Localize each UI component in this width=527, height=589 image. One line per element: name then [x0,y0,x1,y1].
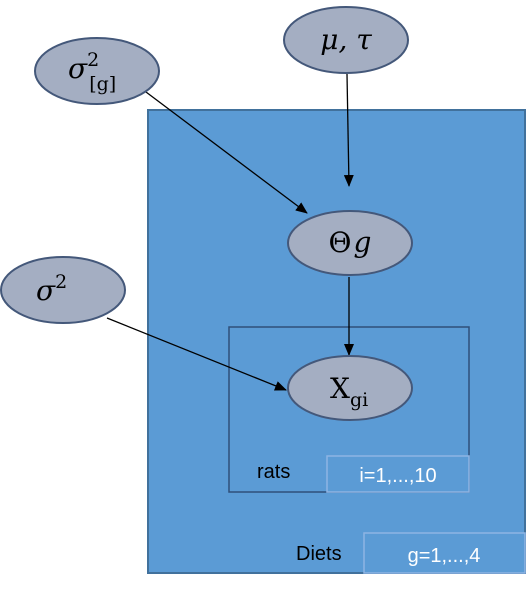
node-mu-tau-label: μ, τ [320,23,372,56]
outer-plate [147,109,526,574]
node-x-shape [287,355,413,421]
node-sigma-g-label: σ2[g] [68,49,116,95]
outer-plate-index-box [363,532,526,574]
node-sigma-label: σ2 [36,271,67,307]
edge-sigma-g-to-theta [145,91,308,214]
node-x: Xgi [287,355,413,421]
node-x-label: Xgi [330,372,368,411]
node-theta-shape [287,210,413,276]
node-theta: Θg [287,210,413,276]
outer-plate-index: g=1,...,4 [408,545,481,567]
inner-plate-index: i=1,...,10 [359,465,436,487]
node-mu-tau: μ, τ [283,6,409,74]
outer-plate-label: Diets [296,543,342,565]
node-mu-tau-shape [283,6,409,74]
inner-plate-label: rats [257,461,290,483]
edge-sigma-to-x [106,317,287,391]
node-sigma: σ2 [0,256,126,324]
edge-mu-tau-to-theta [343,73,354,187]
node-sigma-shape [0,256,126,324]
inner-plate-index-box [326,455,470,493]
node-sigma-g-shape [34,37,160,105]
node-sigma-g: σ2[g] [34,37,160,105]
node-theta-label: Θg [329,226,372,259]
